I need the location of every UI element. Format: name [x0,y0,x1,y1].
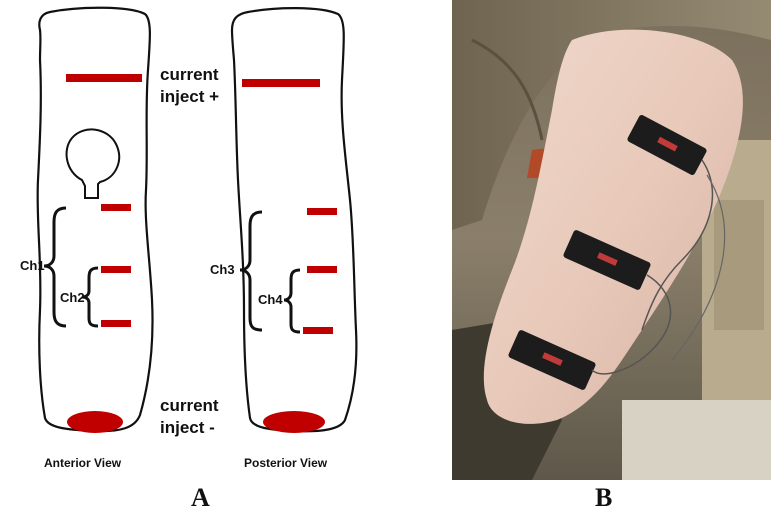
limb-photo-image [452,0,771,480]
limb-diagram-svg [0,0,440,518]
posterior-electrode-1 [307,208,337,215]
anterior-view-label: Anterior View [44,456,121,470]
patella-shape [67,129,120,198]
limb-diagram-panel: current inject + current inject - Ch1 Ch… [0,0,440,518]
current-inject-minus-line2: inject - [160,417,219,439]
anterior-electrode-3 [101,320,131,327]
anterior-electrode-1 [101,204,131,211]
current-inject-minus-label: current inject - [160,395,219,439]
panel-a-label: A [191,483,210,513]
current-inject-minus-line1: current [160,395,219,417]
current-inject-plus-line2: inject + [160,86,219,108]
ch1-label: Ch1 [20,258,45,273]
ch4-label: Ch4 [258,292,283,307]
posterior-view-label: Posterior View [244,456,327,470]
ch1-brace [44,208,66,326]
posterior-current-plus-electrode [242,79,320,87]
anterior-current-plus-electrode [66,74,142,82]
ch3-label: Ch3 [210,262,235,277]
anterior-electrode-2 [101,266,131,273]
posterior-electrode-2 [307,266,337,273]
ch2-label: Ch2 [60,290,85,305]
floor-box [622,400,771,480]
current-inject-plus-line1: current [160,64,219,86]
panel-b-label: B [595,483,612,513]
current-inject-plus-label: current inject + [160,64,219,108]
anterior-current-minus-electrode [67,411,123,433]
ch4-brace [284,270,300,332]
posterior-current-minus-electrode [263,411,325,433]
posterior-electrode-3 [303,327,333,334]
limb-photo-panel [452,0,771,480]
